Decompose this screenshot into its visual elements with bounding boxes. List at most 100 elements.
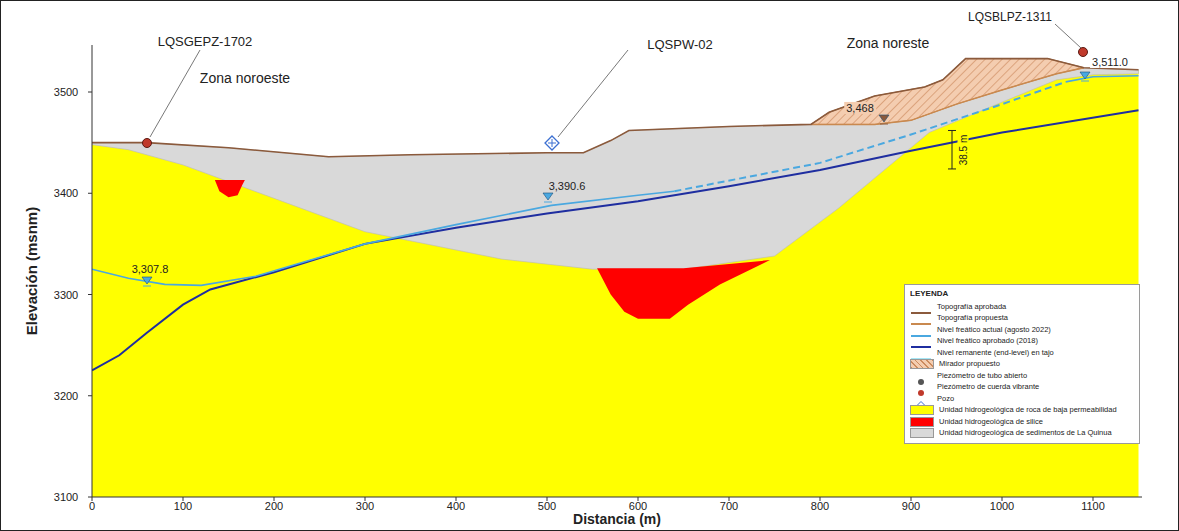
legend-symbol-art [910, 343, 932, 351]
sediment-unit [92, 59, 1139, 270]
section-body [92, 59, 1139, 497]
legend-box: LEYENDA Topografía aprobadaTopografía pro… [904, 284, 1140, 444]
legend-symbol [910, 395, 932, 403]
water-level-marker [1080, 72, 1090, 79]
x-tick-label: 1000 [990, 500, 1014, 512]
approved-water-table [92, 110, 1139, 370]
leader-line [558, 50, 628, 137]
y-tick [88, 395, 92, 396]
proposed-viewpoint [811, 59, 1084, 125]
legend-dot [918, 379, 924, 385]
piezometer-label: LQSBLPZ-1311 [968, 11, 1052, 24]
water-level-marker [143, 286, 151, 287]
y-tick-label: 3400 [54, 187, 78, 199]
y-tick-label: 3200 [54, 390, 78, 402]
water-level-marker [544, 202, 552, 203]
dimension-value: 38.5 m [958, 133, 969, 168]
y-tick-label: 3100 [54, 491, 78, 503]
legend-text: Topografía aprobada [937, 303, 1006, 311]
legend-text: Piezómetro de cuerda vibrante [937, 383, 1039, 391]
legend-line [911, 335, 931, 337]
x-tick-label: 700 [720, 500, 738, 512]
well-symbol [548, 139, 556, 147]
legend-symbol-art [910, 320, 932, 328]
water-level-marker [880, 124, 888, 125]
current-water-table [1066, 76, 1139, 82]
legend-symbol [910, 314, 932, 322]
piezometer-label: LQSGEPZ-1702 [158, 35, 253, 49]
water-level-marker [1081, 81, 1089, 82]
water-level-value: 3,307.8 [130, 263, 171, 275]
well-symbol [545, 136, 559, 150]
legend-symbol [910, 303, 932, 311]
water-level-value: 3,390.6 [547, 180, 588, 192]
legend-symbol [910, 326, 932, 334]
legend-row: Piezómetro de cuerda vibrante [910, 382, 1134, 394]
axis-title: Distancia (m) [573, 512, 661, 527]
leader-line [1055, 24, 1081, 48]
silica-lens [215, 180, 245, 197]
dimension-tick [948, 168, 956, 169]
y-tick [88, 193, 92, 194]
x-tick-label: 1100 [1081, 500, 1105, 512]
current-water-table [92, 191, 674, 285]
current-water-table [674, 82, 1065, 191]
legend-row: Topografía aprobada [910, 301, 1134, 313]
legend-row: Pozo [910, 393, 1134, 405]
legend-swatch [910, 405, 934, 415]
water-level-marker [543, 193, 553, 200]
approved-topography [92, 59, 1139, 157]
y-tick [88, 92, 92, 93]
legend-text: Mirador propuesto [939, 360, 1000, 368]
y-tick-label: 3300 [54, 288, 78, 300]
legend-swatch [910, 359, 934, 369]
legend-text: Pozo [937, 395, 954, 403]
water-level-marker [879, 115, 889, 122]
x-tick-label: 600 [629, 500, 647, 512]
y-axis [92, 45, 93, 497]
legend-swatch [910, 417, 934, 427]
legend-text: Nivel freático actual (agosto 2022) [937, 326, 1051, 334]
y-tick [88, 294, 92, 295]
legend-row: Piezómetro de tubo abierto [910, 370, 1134, 382]
legend-title: LEYENDA [910, 289, 1134, 298]
legend-row: Mirador propuesto [910, 359, 1134, 371]
legend-symbol-art [910, 309, 932, 317]
well-label: LQSPW-02 [647, 38, 713, 52]
elevation-value: 3,468 [844, 102, 876, 114]
legend-row: Nivel freático actual (agosto 2022) [910, 324, 1134, 336]
legend-row: Unidad hidrogeológica de roca de baja pe… [910, 405, 1134, 417]
legend-symbol [910, 349, 932, 357]
x-tick-label: 300 [356, 500, 374, 512]
x-tick-label: 500 [538, 500, 556, 512]
legend-symbol [910, 372, 932, 380]
x-tick-label: 900 [902, 500, 920, 512]
water-level-value: 3,511.0 [1090, 56, 1130, 68]
vibrating-wire-piezometer [143, 139, 152, 148]
x-tick-label: 200 [265, 500, 283, 512]
legend-text: Nivel remanente (end-level) en tajo [937, 349, 1054, 357]
water-level-marker [142, 277, 152, 284]
legend-line [911, 346, 931, 348]
x-tick-label: 0 [89, 500, 95, 512]
rock-unit [92, 59, 1139, 497]
legend-line [911, 323, 931, 325]
zone-label: Zona noreste [847, 36, 930, 51]
x-axis [92, 497, 1142, 498]
vibrating-wire-piezometer [1079, 48, 1088, 57]
legend-text: Nivel freático aprobado (2018) [937, 337, 1038, 345]
legend-row: Topografía propuesta [910, 313, 1134, 325]
legend-symbol [910, 337, 932, 345]
legend-dot [918, 390, 924, 396]
legend-text: Topografía propuesta [937, 314, 1008, 322]
dimension-line [952, 130, 953, 168]
zone-label: Zona noroeste [200, 71, 290, 86]
legend-line [911, 312, 931, 314]
axis-title: Elevación (msnm) [24, 207, 41, 335]
x-tick-label: 800 [811, 500, 829, 512]
legend-row: Nivel remanente (end-level) en tajo [910, 347, 1134, 359]
legend-text: Unidad hidrogeológica de roca de baja pe… [939, 406, 1117, 414]
legend-symbol-art [910, 332, 932, 340]
y-tick [88, 497, 92, 498]
